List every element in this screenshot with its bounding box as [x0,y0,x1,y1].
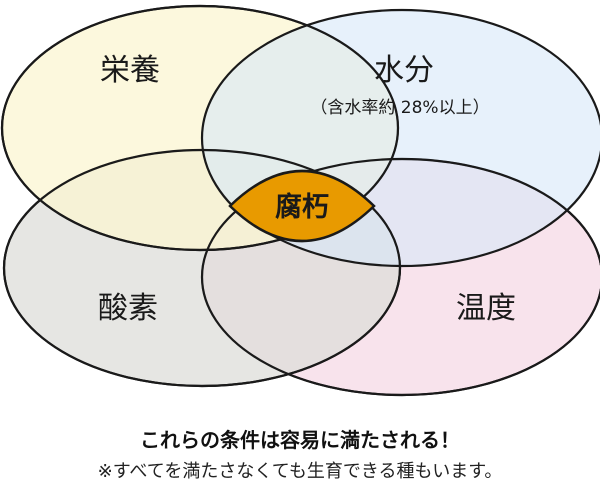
temperature-label: 温度 [456,291,516,326]
center-decay-label: 腐朽 [275,192,329,223]
oxygen-label: 酸素 [98,291,158,326]
water-sublabel: （含水率約 28%以上） [310,98,489,118]
water-label: 水分 [374,53,434,88]
center-decay-shape [228,169,376,243]
nutrition-label: 栄養 [100,53,160,88]
caption-main: これらの条件は容易に満たされる！ [140,428,460,452]
caption-note: ※すべてを満たさなくても生育できる種もいます。 [97,461,503,482]
circle-outlines [0,4,600,397]
venn-diagram: 栄養 水分 （含水率約 28%以上） 酸素 温度 腐朽 [0,4,600,397]
